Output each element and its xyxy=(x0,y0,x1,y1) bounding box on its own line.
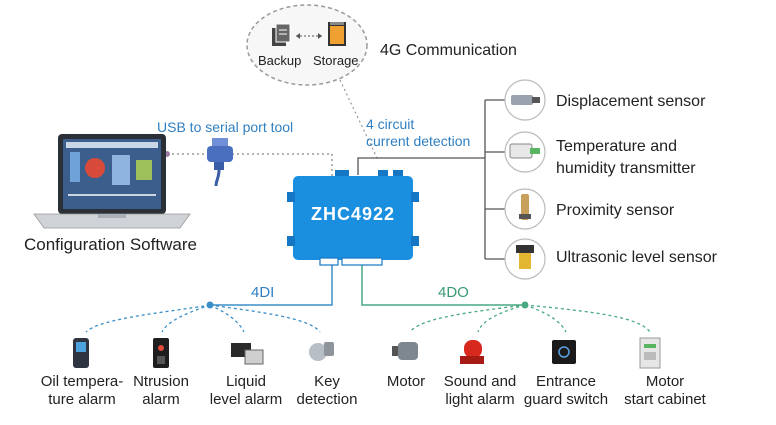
di-label-intrusion: Ntrusion alarm xyxy=(133,373,189,408)
ultrasonic-level-sensor-icon xyxy=(504,238,546,280)
entrance-guard-switch-icon xyxy=(552,340,576,364)
motor-icon xyxy=(392,342,418,360)
do-label-sound: Sound and light alarm xyxy=(443,373,517,408)
intrusion-alarm-icon xyxy=(153,338,169,368)
current-detection-label: 4 circuit current detection xyxy=(366,116,471,149)
software-label: Configuration Software xyxy=(24,235,197,254)
di-label-oil: Oil tempera- ture alarm xyxy=(40,373,124,408)
di-label-key: Key detection xyxy=(296,373,358,408)
usb-label: USB to serial port tool xyxy=(157,119,294,135)
zhc4922-device xyxy=(287,170,419,266)
device-name: ZHC4922 xyxy=(310,204,396,224)
temperature-humidity-transmitter-icon xyxy=(504,131,546,173)
backup-icon xyxy=(272,23,291,46)
sensor-label-ultrasonic: Ultrasonic level sensor xyxy=(556,249,717,266)
laptop-icon xyxy=(33,134,191,229)
do-label-motor: Motor xyxy=(386,373,426,390)
proximity-sensor-icon xyxy=(504,188,546,230)
motor-start-cabinet-icon xyxy=(639,337,661,369)
liquid-level-alarm-icon xyxy=(231,343,264,365)
oil-temperature-alarm-icon xyxy=(73,338,89,368)
backup-label: Backup xyxy=(258,53,302,68)
sensor-label-proximity: Proximity sensor xyxy=(556,202,675,219)
di-line xyxy=(210,263,333,306)
do-line xyxy=(361,263,525,306)
do-label: 4DO xyxy=(438,284,469,301)
sensor-label-temperature: Temperature and humidity transmitter xyxy=(556,138,696,177)
storage-icon xyxy=(328,22,346,46)
comm-label: 4G Communication xyxy=(380,42,517,59)
usb-serial-cable-icon xyxy=(207,138,233,187)
cloud-bubble xyxy=(246,4,368,86)
sensor-bus-line xyxy=(357,157,485,175)
do-label-entrance: Entrance guard switch xyxy=(523,373,609,408)
di-label: 4DI xyxy=(251,284,275,301)
sensor-label-displacement: Displacement sensor xyxy=(556,93,706,110)
displacement-sensor-icon xyxy=(504,79,546,121)
key-detection-icon xyxy=(309,342,334,361)
di-label-liquid: Liquid level alarm xyxy=(209,373,283,408)
do-label-cabinet: Motor start cabinet xyxy=(624,373,706,408)
storage-label: Storage xyxy=(313,53,359,68)
sound-light-alarm-icon xyxy=(460,340,484,364)
